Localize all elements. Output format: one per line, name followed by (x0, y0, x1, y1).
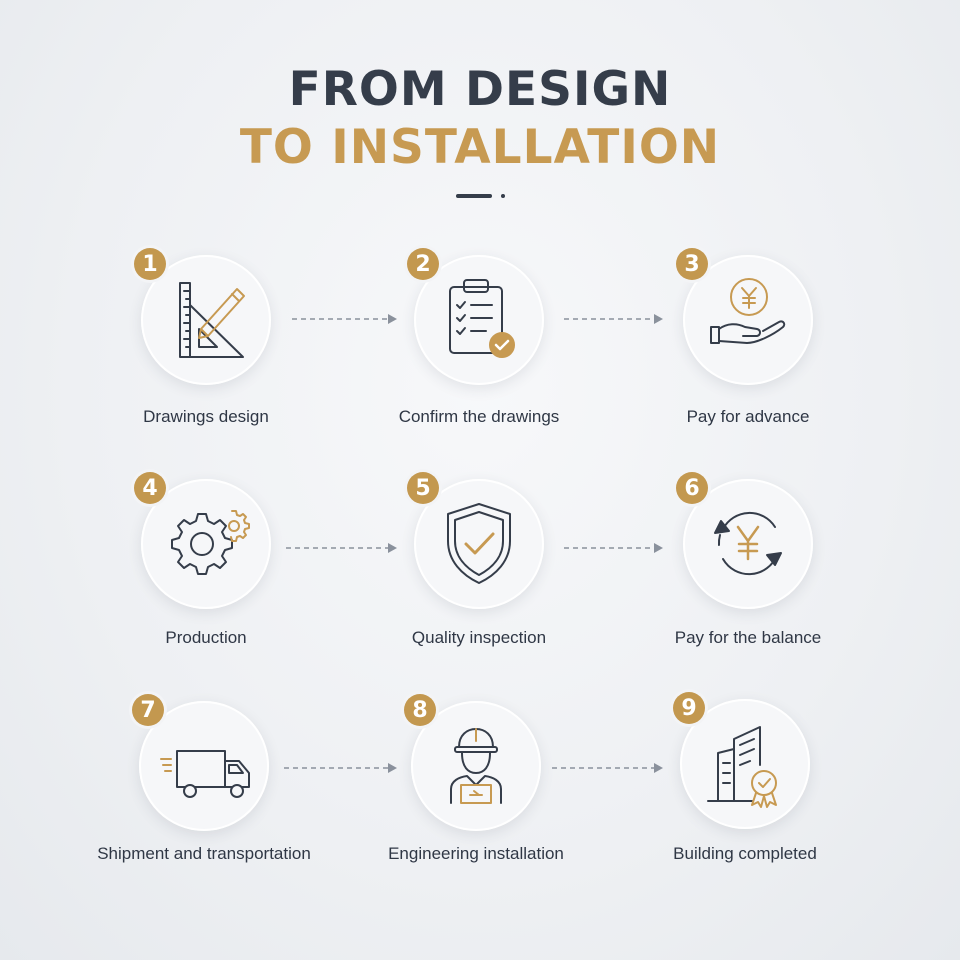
step-number-badge: 2 (407, 248, 439, 280)
building-award-icon (707, 726, 777, 808)
step-number-badge: 8 (404, 694, 436, 726)
ruler-triangle-pencil-icon (179, 282, 245, 358)
delivery-truck-icon (160, 750, 250, 798)
step-label: Confirm the drawings (398, 407, 560, 426)
yen-cycle-icon (714, 511, 782, 576)
title-line-2: TO INSTALLATION (239, 120, 721, 175)
flow-arrow-8-9 (550, 760, 666, 776)
flow-arrow-2-3 (562, 311, 666, 327)
step-label: Pay for the balance (674, 628, 822, 647)
flow-arrow-5-6 (562, 540, 666, 556)
gears-icon (171, 510, 250, 575)
step-label: Shipment and transportation (97, 844, 311, 863)
step-number-badge: 1 (134, 248, 166, 280)
title-line-1: FROM DESIGN (288, 62, 672, 117)
step-number-badge: 3 (676, 248, 708, 280)
shield-check-icon (447, 503, 511, 584)
flow-arrow-4-5 (284, 540, 400, 556)
step-label: Drawings design (143, 407, 269, 426)
step-number-badge: 5 (407, 472, 439, 504)
step-number-badge: 4 (134, 472, 166, 504)
step-label: Quality inspection (411, 628, 547, 647)
hand-yen-coin-icon (710, 278, 786, 344)
step-label: Engineering installation (388, 844, 564, 863)
step-label: Building completed (673, 844, 817, 863)
step-number-badge: 7 (132, 694, 164, 726)
construction-worker-icon (450, 728, 502, 804)
step-label: Production (165, 628, 247, 647)
title-divider-dot (501, 194, 505, 198)
flow-arrow-7-8 (282, 760, 400, 776)
step-number-badge: 9 (673, 692, 705, 724)
flow-arrow-1-2 (290, 311, 400, 327)
step-number-badge: 6 (676, 472, 708, 504)
step-label: Pay for advance (686, 407, 810, 426)
title-divider (456, 194, 492, 198)
clipboard-check-icon (449, 279, 515, 358)
